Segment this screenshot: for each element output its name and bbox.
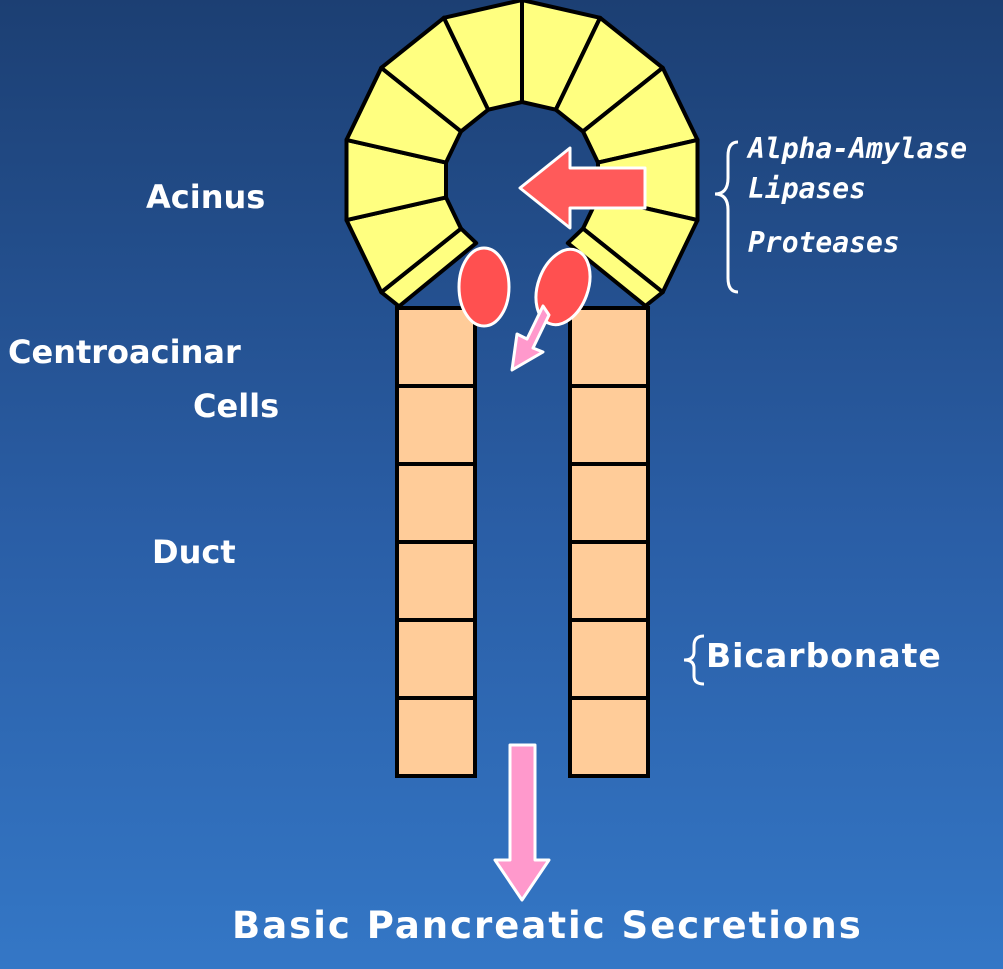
duct-cell xyxy=(397,464,475,542)
duct-cell xyxy=(397,386,475,464)
centroacinar-label: Centroacinar xyxy=(8,333,241,371)
flow-arrow-icon xyxy=(512,306,549,370)
flow-arrow-icon xyxy=(495,745,549,900)
duct-cell xyxy=(397,308,475,386)
enzyme-lipases: Lipases xyxy=(748,172,866,205)
cells-label: Cells xyxy=(193,387,279,425)
duct-cell xyxy=(397,542,475,620)
duct-cell xyxy=(570,308,648,386)
duct-right-wall xyxy=(570,308,648,776)
duct-left-wall xyxy=(397,308,475,776)
enzyme-proteases: Proteases xyxy=(748,226,900,259)
curly-brace-icon xyxy=(715,142,738,292)
basic-pancreatic-secretions-label: Basic Pancreatic Secretions xyxy=(232,904,863,947)
duct-cell xyxy=(570,620,648,698)
enzyme-alpha-amylase: Alpha-Amylase xyxy=(748,132,967,165)
duct-cell xyxy=(570,698,648,776)
acinus-label: Acinus xyxy=(146,178,265,216)
duct-cell xyxy=(397,620,475,698)
duct-label: Duct xyxy=(152,533,236,571)
duct-cell xyxy=(570,386,648,464)
bicarbonate-label: Bicarbonate xyxy=(706,636,942,675)
duct-cell xyxy=(397,698,475,776)
centroacinar-cell-icon xyxy=(459,248,509,326)
curly-brace-icon xyxy=(684,636,704,684)
duct-cell xyxy=(570,464,648,542)
duct-cell xyxy=(570,542,648,620)
